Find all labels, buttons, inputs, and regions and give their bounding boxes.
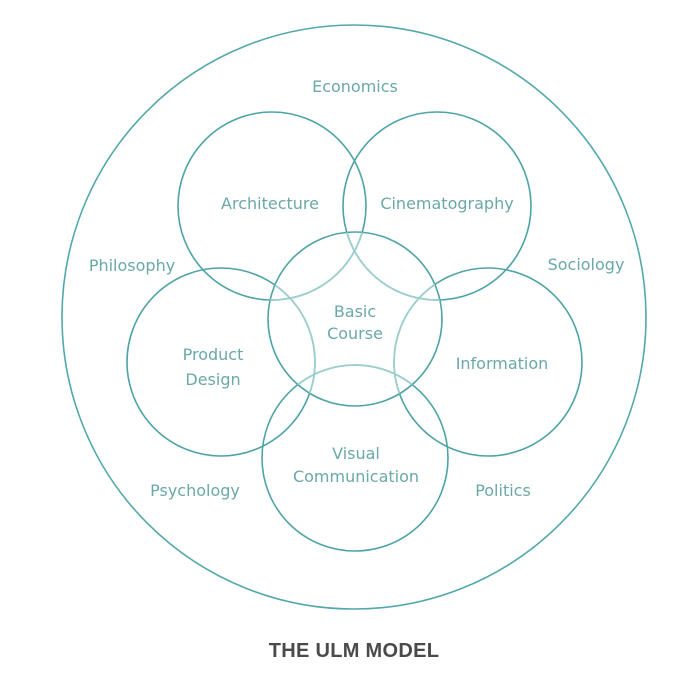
label-sociology: Sociology [548,255,625,274]
diagram-title: THE ULM MODEL [269,640,440,662]
basic-course-circle [267,231,443,407]
label-cinematography: Cinematography [380,194,513,213]
architecture-overlap-arc [268,232,367,301]
label-information: Information [456,354,549,373]
information-overlap-arc [393,267,442,406]
label-visual: Visual [332,444,380,463]
label-politics: Politics [475,481,531,500]
label-psychology: Psychology [150,481,240,500]
visual-communication-overlap-arc [268,364,442,406]
label-communication: Communication [293,467,419,486]
cinematography-overlap-arc [342,232,442,301]
label-architecture: Architecture [221,194,319,213]
label-design: Design [185,370,240,389]
label-product: Product [183,345,244,364]
label-philosophy: Philosophy [89,256,175,275]
product-design-overlap-arc [268,267,316,406]
outer-context-circle [61,24,647,610]
label-economics: Economics [312,77,398,96]
label-basic: Basic [334,302,376,321]
label-course: Course [327,324,383,343]
overlap-arcs [268,232,442,406]
